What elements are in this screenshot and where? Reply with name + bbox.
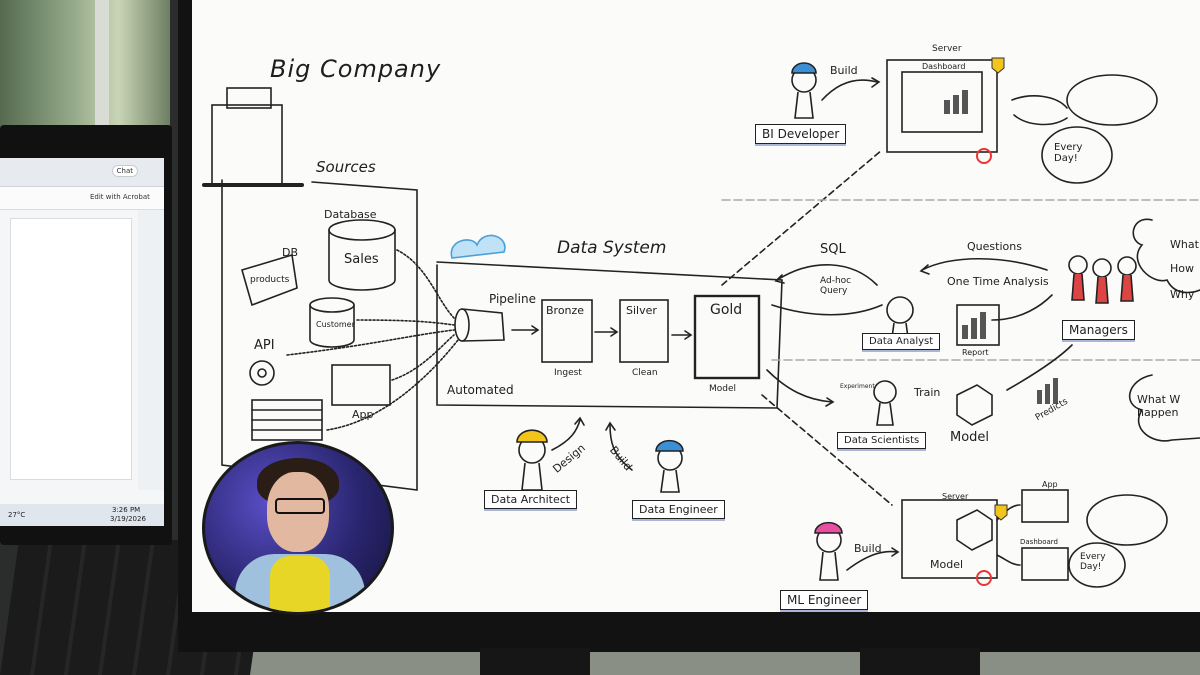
build-label-ml: Build <box>854 542 882 555</box>
edit-with-acrobat-button[interactable]: Edit with Acrobat <box>90 193 150 201</box>
server-label-top: Server <box>932 44 962 54</box>
clock-date: 3/19/2026 <box>110 515 146 523</box>
building-icon <box>211 104 283 186</box>
pipeline-label: Pipeline <box>489 292 536 306</box>
app-label: App <box>352 408 374 421</box>
report-icon <box>956 304 1000 346</box>
app-lower-label: App <box>1042 480 1058 489</box>
presenter-tshirt <box>270 556 330 612</box>
cutoff-what: What <box>1170 238 1199 251</box>
model-server-bottom <box>901 499 998 579</box>
automated-label: Automated <box>447 383 514 397</box>
presenter-glasses <box>275 498 325 514</box>
api-label: API <box>254 338 275 353</box>
customer-label: Customer <box>316 320 355 329</box>
clean-label: Clean <box>632 368 658 378</box>
managers-label: Managers <box>1062 320 1135 340</box>
model-label-ds: Model <box>950 430 990 445</box>
sql-label: SQL <box>820 242 846 257</box>
server-label-bottom: Server <box>942 492 969 501</box>
database-label: Database <box>324 208 377 221</box>
dashboard-output-icon <box>1021 547 1069 581</box>
bi-developer-label: BI Developer <box>755 124 847 144</box>
webcam-overlay <box>202 441 394 615</box>
model-label: Model <box>709 384 737 394</box>
sales-label: Sales <box>344 252 379 267</box>
weather-temp: 27°C <box>8 511 26 519</box>
experiment-label: Experiment <box>840 383 875 390</box>
browser-tabbar: Chat <box>0 158 164 187</box>
silver-layer <box>619 299 669 363</box>
data-analyst-label: Data Analyst <box>862 333 941 350</box>
data-architect-label: Data Architect <box>484 490 578 509</box>
bronze-layer <box>541 299 593 363</box>
model-cube-icon <box>956 384 993 426</box>
taskbar: 27°C 3:26 PM 3/19/2026 <box>0 504 164 526</box>
model-label-bottom: Model <box>930 558 964 571</box>
monitor-stand-right <box>860 648 980 675</box>
every-day-top: Every Day! <box>1054 142 1083 164</box>
report-label: Report <box>962 348 989 357</box>
dashboard-lower-label: Dashboard <box>1020 538 1058 546</box>
scrollbar[interactable] <box>138 210 164 490</box>
data-scientists-label: Data Scientists <box>837 432 927 449</box>
products-label: products <box>250 275 290 285</box>
pdf-toolbar: Edit with Acrobat <box>0 187 164 210</box>
clock-time: 3:26 PM <box>112 506 141 514</box>
gear-icon <box>249 360 275 386</box>
train-label: Train <box>914 386 941 399</box>
monitor-stand-left <box>480 648 590 675</box>
data-engineer-label: Data Engineer <box>632 500 725 519</box>
gold-label: Gold <box>710 302 743 318</box>
bronze-label: Bronze <box>546 304 585 317</box>
pdf-page <box>10 218 132 480</box>
one-time-analysis-label: One Time Analysis <box>947 275 1049 288</box>
ingest-label: Ingest <box>554 368 582 378</box>
ml-engineer-label: ML Engineer <box>780 590 869 610</box>
cutoff-why: Why <box>1170 288 1195 301</box>
sources-title: Sources <box>316 158 376 176</box>
silver-label: Silver <box>626 304 657 317</box>
build-label-bi: Build <box>830 64 858 77</box>
laptop-screen: Chat Edit with Acrobat 27°C 3:26 PM 3/19… <box>0 158 164 526</box>
background-window <box>0 0 170 140</box>
dashboard-server-top <box>886 59 998 153</box>
what-will-happen-label: What W happen <box>1137 393 1181 419</box>
chat-button[interactable]: Chat <box>111 165 138 177</box>
app-window-icon <box>331 364 391 406</box>
dashboard-label-top: Dashboard <box>922 62 966 71</box>
window-frame <box>95 0 109 140</box>
app-output-icon <box>1021 489 1069 523</box>
adhoc-label: Ad-hoc Query <box>820 276 852 296</box>
db-label: DB <box>282 246 299 259</box>
diagram-lines <box>202 57 1200 588</box>
questions-label: Questions <box>967 240 1022 253</box>
every-day-bottom: Every Day! <box>1080 552 1106 572</box>
data-system-title: Data System <box>557 238 667 258</box>
company-title: Big Company <box>270 55 442 83</box>
gold-layer <box>693 294 761 380</box>
cutoff-how: How <box>1170 262 1194 275</box>
